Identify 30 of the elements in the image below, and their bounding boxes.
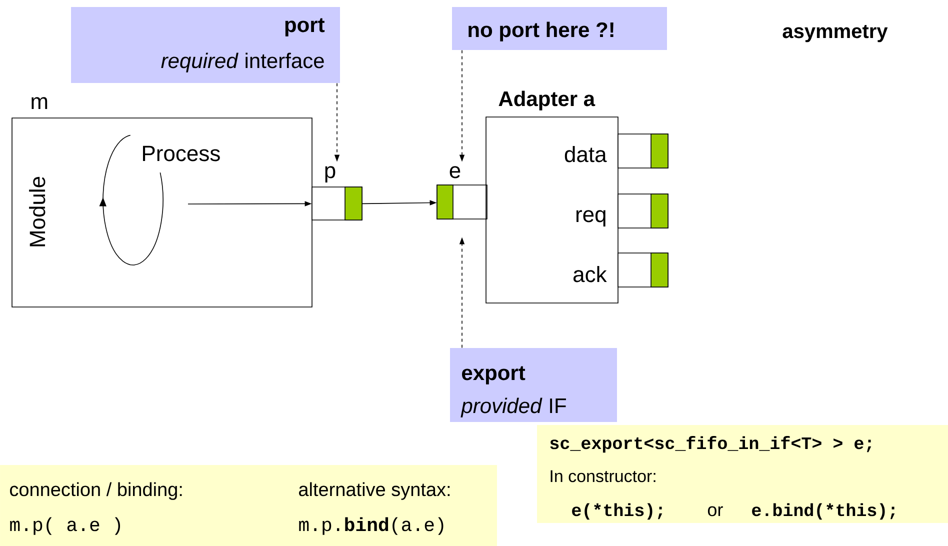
callout-text: required interface	[161, 52, 324, 72]
module-name: m	[32, 97, 48, 109]
code-text: m.p.bind(a.e)	[299, 517, 444, 535]
port-symbol	[618, 194, 668, 228]
caption-text: alternative syntax:	[299, 482, 450, 500]
interface-label: ack	[574, 266, 607, 282]
adapter-title: Adapter a	[498, 90, 596, 110]
code-text: e(*this);	[572, 503, 662, 520]
interface-label: req	[576, 210, 606, 227]
callout-title: export	[462, 366, 526, 384]
code-text: m.p( a.e )	[10, 517, 120, 535]
callout-box	[452, 7, 667, 50]
callout-box	[71, 7, 340, 83]
port-symbol	[618, 252, 668, 288]
callout-title: port	[285, 18, 325, 36]
port-symbol	[618, 134, 668, 168]
heading-text: asymmetry	[782, 24, 888, 42]
caption-text: or	[708, 506, 723, 516]
callout-text: provided IF	[460, 398, 566, 418]
callout-box	[450, 348, 617, 422]
code-text: e.bind(*this);	[752, 503, 895, 520]
callout-title: no port here ?!	[468, 22, 614, 42]
module-label: Module	[29, 176, 46, 246]
caption-text: connection / binding:	[10, 482, 182, 500]
port-label: p	[325, 166, 336, 183]
interface-label: data	[564, 146, 607, 162]
process-label: Process	[143, 146, 220, 162]
caption-text: In constructor:	[550, 470, 656, 482]
code-text: sc_export<sc_fifo_in_if<T> > e;	[550, 436, 872, 453]
port-label: e	[450, 166, 460, 178]
